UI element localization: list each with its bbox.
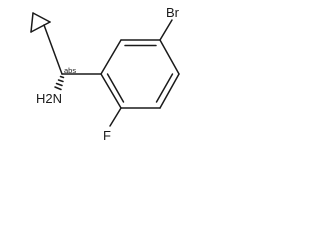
bond-ring-bromine bbox=[159, 19, 173, 41]
cyclopropyl-bond-top bbox=[32, 12, 51, 23]
hashed-wedge-bond bbox=[54, 75, 65, 91]
amine-label: H2N bbox=[36, 91, 62, 106]
cyclopropyl-bond-bottom bbox=[30, 21, 51, 33]
ring-bond-4 bbox=[159, 73, 180, 109]
ring-double-bond-right bbox=[155, 73, 174, 103]
hash-4 bbox=[54, 86, 62, 91]
benzene-ring bbox=[100, 39, 180, 109]
ring-bond-1 bbox=[100, 39, 122, 75]
fluorine-label: F bbox=[103, 128, 111, 143]
ring-double-bond-left bbox=[106, 73, 125, 103]
hash-1 bbox=[59, 75, 65, 79]
molecule-structure: Br H2N F abs bbox=[30, 5, 180, 143]
ring-bond-3 bbox=[159, 39, 180, 75]
bromine-label: Br bbox=[166, 5, 180, 20]
ring-bond-6 bbox=[100, 73, 122, 109]
hash-3 bbox=[55, 82, 63, 87]
hash-2 bbox=[57, 79, 64, 83]
bond-ring-fluorine bbox=[109, 107, 122, 127]
bond-cyclopropyl-stereocenter bbox=[43, 24, 63, 75]
cyclopropyl-ring bbox=[30, 12, 51, 33]
cyclopropyl-bond-left bbox=[30, 12, 34, 33]
stereo-abs-label: abs bbox=[64, 66, 76, 75]
